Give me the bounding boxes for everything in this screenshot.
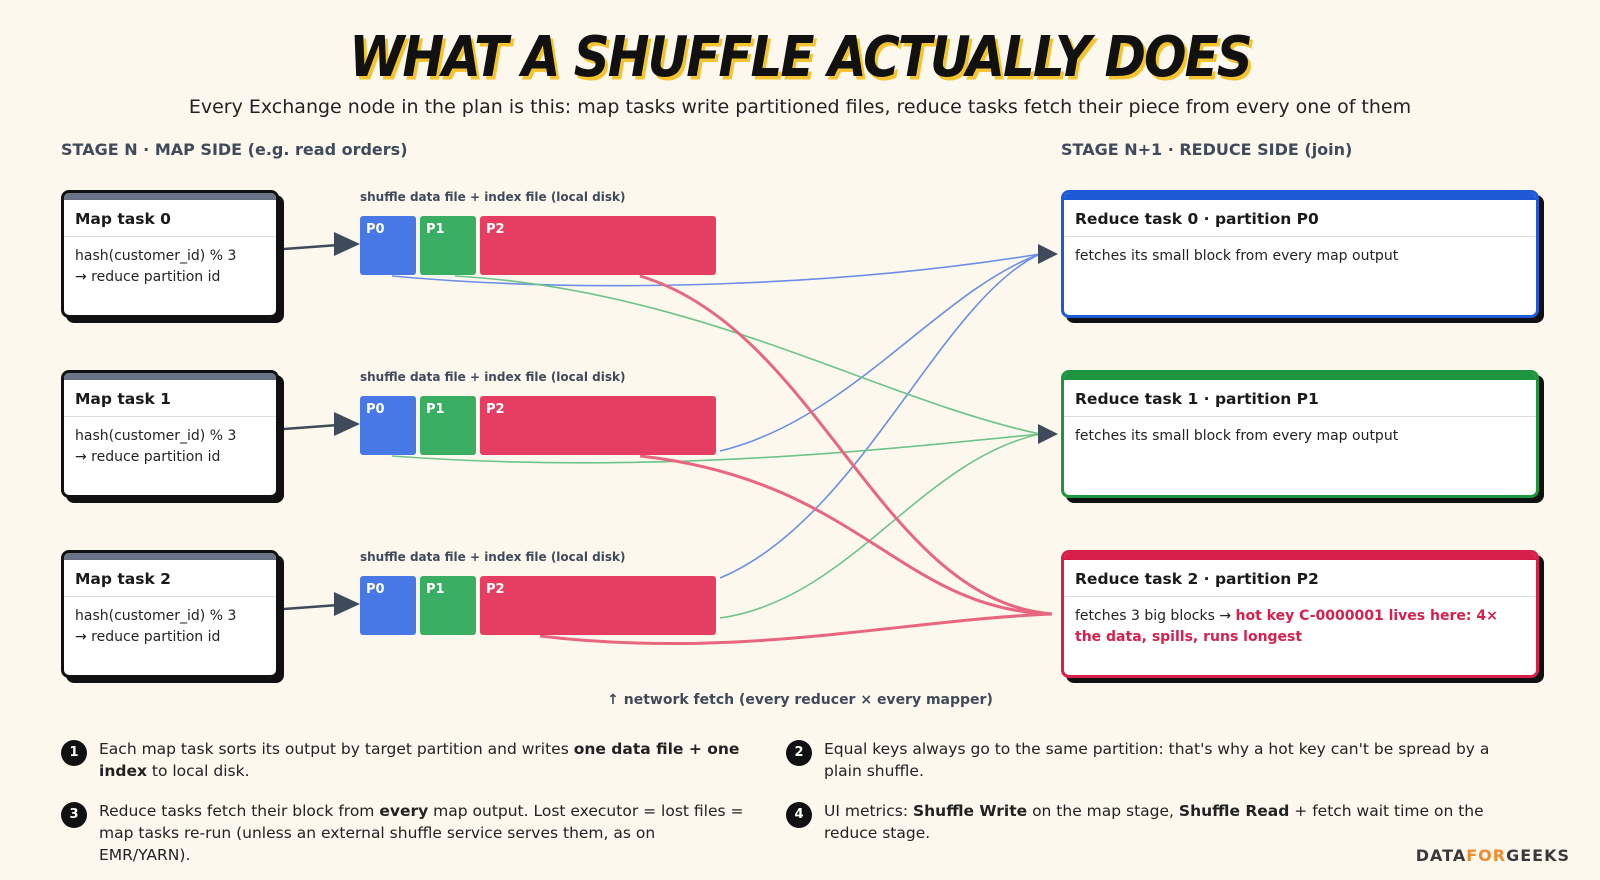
- reduce-task-title: Reduce task 1 · partition P1: [1064, 380, 1536, 417]
- brand-logo: DATAFORGEEKS: [1416, 846, 1570, 865]
- note-number: 2: [786, 740, 812, 766]
- wire-m0-p2: [639, 274, 1053, 616]
- map-task-body: hash(customer_id) % 3 → reduce partition…: [64, 597, 276, 657]
- reduce-task-body: fetches 3 big blocks → hot key C-0000001…: [1064, 597, 1536, 657]
- reduce-task-0: Reduce task 0 · partition P0 fetches its…: [1061, 190, 1539, 318]
- map-task-title: Map task 1: [64, 380, 276, 417]
- reduce-task-title: Reduce task 2 · partition P2: [1064, 560, 1536, 597]
- map-stage-label: STAGE N · MAP SIDE (e.g. read orders): [61, 140, 408, 159]
- note-text: + fetch wait time on the reduce stage.: [824, 802, 1484, 842]
- network-fetch-note: ↑ network fetch (every reducer × every m…: [607, 692, 993, 708]
- reduce-task-text: fetches its small block from every map o…: [1075, 428, 1399, 444]
- map-task-2: Map task 2 hash(customer_id) % 3 → reduc…: [61, 550, 279, 678]
- map2-partition-p0: P0: [360, 576, 416, 635]
- file-label: shuffle data file + index file (local di…: [360, 550, 626, 564]
- note-3: 3 Reduce tasks fetch their block from ev…: [61, 800, 751, 866]
- note-text: Equal keys always go to the same partiti…: [824, 740, 1490, 780]
- map-task-hash: hash(customer_id) % 3: [75, 428, 237, 444]
- wire-m2-p2: [539, 612, 1053, 646]
- page-subtitle: Every Exchange node in the plan is this:…: [188, 96, 1412, 118]
- map-task-partition: → reduce partition id: [75, 449, 221, 465]
- map-task-0: Map task 0 hash(customer_id) % 3 → reduc…: [61, 190, 279, 318]
- page-title: WHAT A SHUFFLE ACTUALLY DOES: [349, 24, 1252, 90]
- brand-part: DATA: [1415, 846, 1467, 865]
- map-task-title: Map task 0: [64, 200, 276, 237]
- wire-m2-p0: [719, 253, 1041, 579]
- reduce-task-body: fetches its small block from every map o…: [1064, 237, 1536, 276]
- map-task-cap: [64, 373, 276, 380]
- note-bold: one data file + one index: [99, 740, 740, 780]
- map0-partition-p0: P0: [360, 216, 416, 275]
- hot-key-warning: hot key C-0000001 lives here: 4× the dat…: [1075, 608, 1498, 645]
- map-task-hash: hash(customer_id) % 3: [75, 248, 237, 264]
- note-text: Each map task sorts its output by target…: [99, 740, 574, 758]
- note-bold: Shuffle Write: [912, 802, 1028, 820]
- note-4: 4 UI metrics: Shuffle Write on the map s…: [786, 800, 1506, 844]
- note-text: Reduce tasks fetch their block from: [99, 802, 380, 820]
- wire-m0-p0: [391, 253, 1041, 287]
- map-task-hash: hash(customer_id) % 3: [75, 608, 237, 624]
- map-task-cap: [64, 193, 276, 200]
- reduce-stage-label: STAGE N+1 · REDUCE SIDE (join): [1061, 140, 1353, 159]
- reduce-task-text: fetches its small block from every map o…: [1075, 248, 1399, 264]
- note-bold: Shuffle Read: [1178, 802, 1290, 820]
- note-text: map output. Lost executor = lost files =…: [99, 802, 744, 864]
- file-label: shuffle data file + index file (local di…: [360, 370, 626, 384]
- map0-partition-p1: P1: [420, 216, 476, 275]
- reduce-task-cap: [1064, 373, 1536, 380]
- map1-partition-p2: P2: [480, 396, 716, 455]
- reduce-task-1: Reduce task 1 · partition P1 fetches its…: [1061, 370, 1539, 498]
- map-task-cap: [64, 553, 276, 560]
- brand-part: FOR: [1466, 846, 1507, 865]
- map1-partition-p0: P0: [360, 396, 416, 455]
- map0-arrowhead: [334, 232, 360, 256]
- note-number: 1: [61, 740, 87, 766]
- note-text: on the map stage,: [1027, 802, 1179, 820]
- note-text: UI metrics:: [824, 802, 913, 820]
- wire-m0-p1: [454, 275, 1041, 435]
- brand-part: GEEKS: [1506, 846, 1570, 865]
- map-task-1: Map task 1 hash(customer_id) % 3 → reduc…: [61, 370, 279, 498]
- note-1: 1 Each map task sorts its output by targ…: [61, 738, 751, 782]
- map-task-body: hash(customer_id) % 3 → reduce partition…: [64, 237, 276, 297]
- reduce-task-2: Reduce task 2 · partition P2 fetches 3 b…: [1061, 550, 1539, 678]
- note-number: 4: [786, 802, 812, 828]
- map1-partition-p1: P1: [420, 396, 476, 455]
- wire-m2-p1: [719, 433, 1041, 619]
- reduce-task-text: fetches 3 big blocks →: [1075, 608, 1236, 624]
- map0-partition-p2: P2: [480, 216, 716, 275]
- note-bold: every: [379, 802, 429, 820]
- note-number: 3: [61, 802, 87, 828]
- map2-arrowhead: [334, 592, 360, 616]
- reduce-task-cap: [1064, 553, 1536, 560]
- map2-partition-p1: P1: [420, 576, 476, 635]
- map-task-partition: → reduce partition id: [75, 629, 221, 645]
- reduce-task-title: Reduce task 0 · partition P0: [1064, 200, 1536, 237]
- note-text: to local disk.: [146, 762, 250, 780]
- note-2: 2 Equal keys always go to the same parti…: [786, 738, 1506, 782]
- reduce1-arrowhead: [1038, 424, 1058, 444]
- wire-m1-p0: [719, 253, 1041, 452]
- map1-arrowhead: [334, 412, 360, 436]
- map-task-partition: → reduce partition id: [75, 269, 221, 285]
- map2-partition-p2: P2: [480, 576, 716, 635]
- file-label: shuffle data file + index file (local di…: [360, 190, 626, 204]
- map-task-body: hash(customer_id) % 3 → reduce partition…: [64, 417, 276, 477]
- reduce-task-body: fetches its small block from every map o…: [1064, 417, 1536, 456]
- wire-m1-p2: [639, 454, 1053, 616]
- map-task-title: Map task 2: [64, 560, 276, 597]
- wire-m1-p1: [391, 433, 1041, 464]
- reduce0-arrowhead: [1038, 244, 1058, 264]
- reduce-task-cap: [1064, 193, 1536, 200]
